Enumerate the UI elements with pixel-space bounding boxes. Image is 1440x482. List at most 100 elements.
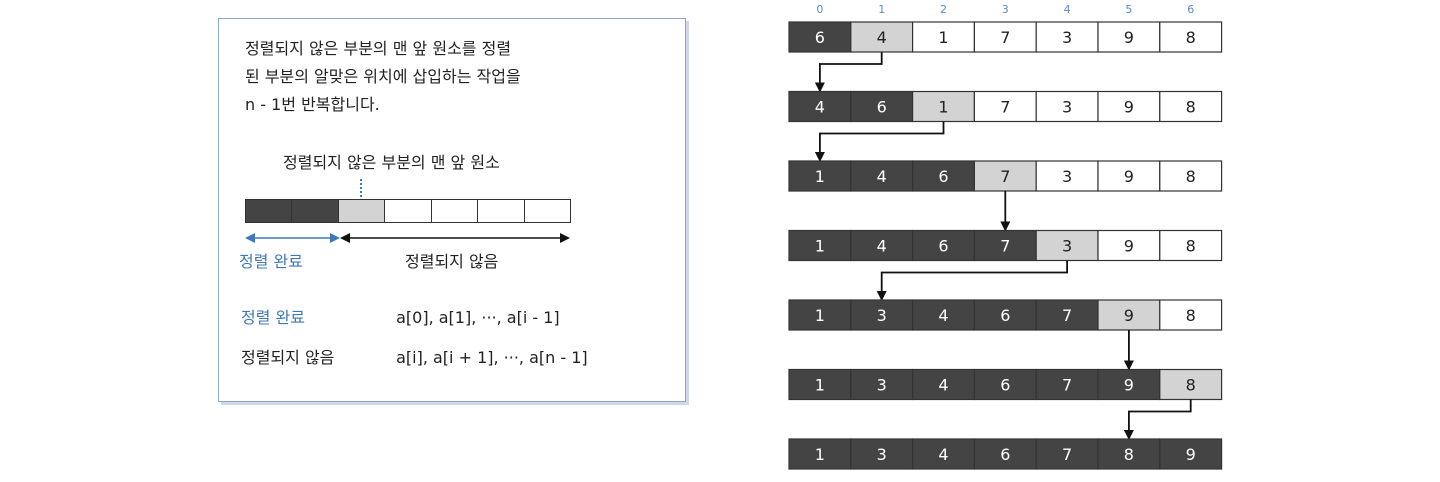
cell-value: 7 [1000, 28, 1010, 47]
array-cell-sorted [1035, 438, 1099, 470]
description-line: 된 부분의 알맞은 위치에 삽입하는 작업을 [245, 67, 521, 86]
mini-cell-unsorted [385, 200, 432, 222]
array-cell-unsorted [1159, 229, 1223, 262]
legend-value: a[0], a[1], ···, a[i - 1] [396, 308, 560, 327]
array-cell-unsorted [1159, 160, 1223, 192]
cell-value: 9 [1124, 167, 1134, 186]
sorted-label: 정렬 완료 [239, 252, 303, 271]
cell-value: 3 [1062, 28, 1072, 47]
cell-value: 6 [1000, 445, 1010, 464]
cell-value: 7 [1000, 167, 1010, 186]
description-text: 정렬되지 않은 부분의 맨 앞 원소를 정렬 된 부분의 알맞은 위치에 삽입하… [245, 35, 675, 119]
explanation-panel: 정렬되지 않은 부분의 맨 앞 원소를 정렬 된 부분의 알맞은 위치에 삽입하… [218, 18, 686, 402]
cell-value: 7 [1062, 445, 1072, 464]
array-cell-sorted [973, 299, 1037, 331]
array-cell-unsorted [1097, 229, 1161, 262]
cell-value: 8 [1186, 98, 1196, 117]
cell-value: 9 [1124, 376, 1134, 395]
cell-value: 6 [815, 28, 825, 47]
cell-value: 6 [938, 237, 948, 256]
cell-value: 4 [877, 237, 887, 256]
array-cell-sorted [788, 90, 852, 123]
insertion-arrow [814, 121, 945, 162]
description-line: 정렬되지 않은 부분의 맨 앞 원소를 정렬 [245, 39, 512, 58]
cell-value: 6 [1000, 376, 1010, 395]
cell-value: 7 [1062, 376, 1072, 395]
cell-value: 9 [1124, 98, 1134, 117]
cell-value: 1 [815, 376, 825, 395]
index-label: 3 [1002, 3, 1009, 16]
callout-pointer-dots [360, 179, 362, 201]
mini-cell-sorted [246, 200, 293, 222]
array-cell-sorted [1097, 438, 1161, 470]
array-cell-unsorted [1159, 90, 1223, 123]
cell-value: 1 [938, 98, 948, 117]
cell-value: 6 [938, 167, 948, 186]
cell-value: 1 [938, 28, 948, 47]
cell-value: 8 [1186, 237, 1196, 256]
mini-cell-sorted [292, 200, 339, 222]
range-arrows [245, 233, 570, 243]
index-label: 1 [878, 3, 885, 16]
array-cell-unsorted [1035, 21, 1099, 53]
array-cell-sorted [1035, 299, 1099, 331]
array-cell-unsorted [1035, 160, 1099, 192]
array-cell-sorted [850, 438, 914, 470]
array-cell-unsorted [973, 90, 1037, 123]
cell-value: 8 [1186, 306, 1196, 325]
index-label: 2 [940, 3, 947, 16]
cell-value: 3 [877, 445, 887, 464]
cell-value: 4 [938, 376, 948, 395]
cell-value: 3 [877, 376, 887, 395]
cell-value: 8 [1186, 376, 1196, 395]
index-label: 4 [1064, 3, 1071, 16]
array-cell-sorted [973, 368, 1037, 401]
first-unsorted-callout: 정렬되지 않은 부분의 맨 앞 원소 [283, 153, 500, 172]
cell-value: 4 [877, 28, 887, 47]
array-cell-unsorted [973, 21, 1037, 53]
insertion-arrow [1123, 399, 1192, 440]
array-cell-sorted [850, 90, 914, 123]
mini-cell-unsorted [524, 200, 570, 222]
index-label: 6 [1187, 3, 1194, 16]
cell-value: 4 [938, 445, 948, 464]
legend-row-unsorted: 정렬되지 않음 a[i], a[i + 1], ···, a[n - 1] [241, 344, 588, 368]
cell-value: 4 [938, 306, 948, 325]
cell-value: 3 [1062, 98, 1072, 117]
cell-value: 7 [1000, 98, 1010, 117]
legend-key: 정렬되지 않음 [241, 348, 335, 367]
cell-value: 4 [877, 167, 887, 186]
cell-value: 1 [815, 167, 825, 186]
cell-value: 1 [815, 445, 825, 464]
array-cell-current [1035, 229, 1099, 262]
cell-value: 9 [1124, 28, 1134, 47]
array-cell-sorted [850, 229, 914, 262]
array-cell-unsorted [1159, 21, 1223, 53]
array-cell-unsorted [1159, 299, 1223, 331]
array-cell-sorted [973, 229, 1037, 262]
array-cell-sorted [850, 160, 914, 192]
mini-array [245, 199, 571, 223]
mini-cell-unsorted [478, 200, 525, 222]
insertion-arrow [876, 260, 1068, 301]
cell-value: 6 [1000, 306, 1010, 325]
array-cell-sorted [1097, 368, 1161, 401]
cell-value: 8 [1186, 28, 1196, 47]
index-label: 5 [1125, 3, 1132, 16]
cell-value: 1 [815, 237, 825, 256]
mini-cell-unsorted [431, 200, 479, 222]
array-cell-sorted [1159, 438, 1223, 470]
array-cell-sorted [788, 21, 852, 53]
array-cell-sorted [911, 160, 975, 192]
description-line: n - 1번 반복합니다. [245, 95, 380, 114]
cell-value: 4 [815, 98, 825, 117]
cell-value: 9 [1186, 445, 1196, 464]
cell-value: 3 [1062, 237, 1072, 256]
array-cell-current [911, 90, 975, 123]
array-cell-unsorted [1097, 21, 1161, 53]
array-cell-current [1159, 368, 1223, 401]
array-cell-unsorted [1035, 90, 1099, 123]
array-cell-sorted [788, 160, 852, 192]
cell-value: 8 [1186, 167, 1196, 186]
